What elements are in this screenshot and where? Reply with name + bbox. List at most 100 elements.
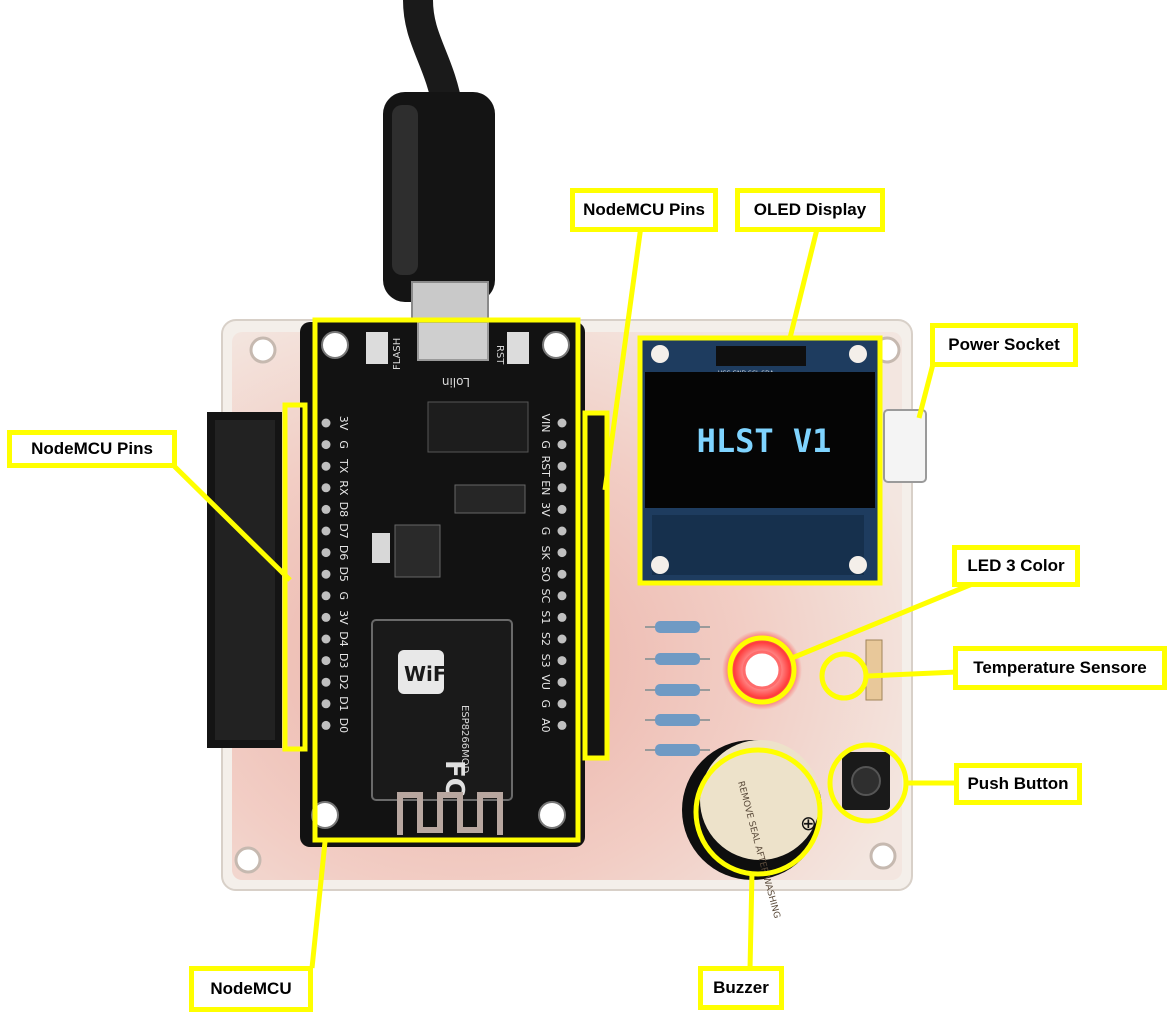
highlight-nodemcu [312,317,581,843]
pin-left-hole-13 [321,699,331,709]
label-power-socket: Power Socket [930,323,1078,367]
pin-right-hole-9 [557,612,567,622]
pin-right-hole-7 [557,569,567,579]
highlight-temp-sensor [819,651,869,701]
highlight-outlines [282,317,909,877]
pin-left-1: G [337,440,350,449]
mounting-hole-tl [249,336,277,364]
pin-left-hole-7 [321,569,331,579]
pin-right-hole-5 [557,526,567,536]
pin-right-0: VIN [539,414,552,433]
pin-right-hole-3 [557,483,567,493]
pin-right-hole-13 [557,699,567,709]
pin-right-7: SO [539,566,552,582]
flash-button-label: FLASH [392,338,403,370]
pin-right-hole-4 [557,504,567,514]
pin-left-hole-8 [321,591,331,601]
pin-left-hole-6 [321,548,331,558]
pin-left-2: TX [337,458,350,474]
label-buzzer: Buzzer [698,966,784,1010]
module-chip: ESP8266MOD [459,705,470,774]
pin-right-5: G [539,527,552,536]
pin-left-6: D6 [337,545,350,560]
pin-left-hole-11 [321,656,331,666]
label-nodemcu-pins-right: NodeMCU Pins [570,188,718,232]
temperature-sensor [865,639,883,701]
wifi-logo: WiFi [404,662,453,686]
label-led-3-color: LED 3 Color [952,545,1080,587]
pin-right-11: S3 [539,654,552,668]
pin-left-9: 3V [337,610,350,625]
power-socket [883,409,927,483]
label-nodemcu: NodeMCU [189,966,313,1012]
pin-left-14: D0 [337,718,350,733]
pin-left-hole-14 [321,720,331,730]
oled-screen-text: HLST V1 [697,422,832,460]
pin-left-13: D1 [337,696,350,711]
oled-module: VCC GND SCL SDA HLST V1 [640,338,880,583]
pin-left-11: D3 [337,653,350,668]
pin-left-4: D8 [337,502,350,517]
pin-right-6: SK [539,545,552,560]
right-header [587,412,609,757]
pin-right-8: SC [539,588,552,603]
left-connector [207,412,282,748]
pin-right-hole-11 [557,656,567,666]
pin-left-hole-12 [321,677,331,687]
nodemcu-module: FLASH RST Lolin WiFi ESP8266MOD FC [300,321,585,847]
pin-right-4: 3V [539,502,552,517]
usb-cable [383,0,495,323]
pin-right-hole-8 [557,591,567,601]
label-push-button: Push Button [954,763,1082,805]
push-button-component [842,752,890,810]
pin-right-hole-12 [557,677,567,687]
fcc-mark: FC [439,760,469,797]
label-oled-display: OLED Display [735,188,885,232]
pin-right-1: G [539,440,552,449]
pin-left-12: D2 [337,674,350,689]
pin-left-hole-2 [321,461,331,471]
highlight-led [727,635,797,705]
pin-right-10: S2 [539,632,552,646]
pin-right-14: A0 [539,718,552,733]
mounting-hole-bl [234,846,262,874]
pin-left-hole-9 [321,612,331,622]
pin-right-hole-10 [557,634,567,644]
pin-left-5: D7 [337,523,350,538]
pin-left-0: 3V [337,416,350,431]
pin-left-hole-1 [321,440,331,450]
pin-left-hole-5 [321,526,331,536]
label-temperature-sensor: Temperature Sensore [953,646,1167,690]
leader-lines [168,224,983,971]
label-nodemcu-pins-left: NodeMCU Pins [7,430,177,468]
pin-left-hole-0 [321,418,331,428]
pin-right-hole-6 [557,548,567,558]
pin-left-8: G [337,592,350,601]
mounting-hole-br [869,842,897,870]
pin-left-7: D5 [337,566,350,581]
pin-right-2: RST [539,456,552,478]
pin-right-12: VU [539,674,552,690]
buzzer-component: REMOVE SEAL AFTER WASHING ⊕ [682,740,822,920]
pin-left-3: RX [337,480,350,496]
pin-right-hole-14 [557,720,567,730]
pin-right-hole-1 [557,440,567,450]
buzzer-polarity-icon: ⊕ [800,811,817,835]
pin-left-10: D4 [337,631,350,646]
pin-right-3: EN [539,480,552,495]
pin-right-hole-2 [557,461,567,471]
led-3-color [742,650,782,690]
module-brand: Lolin [442,375,470,389]
pin-right-9: S1 [539,610,552,624]
pin-right-13: G [539,700,552,709]
pin-right-hole-0 [557,418,567,428]
rst-button-label: RST [494,345,505,365]
resistors [645,621,710,756]
pin-left-hole-10 [321,634,331,644]
highlight-oled [637,335,883,586]
highlight-right-pins [582,410,610,761]
highlight-buzzer [693,747,823,877]
